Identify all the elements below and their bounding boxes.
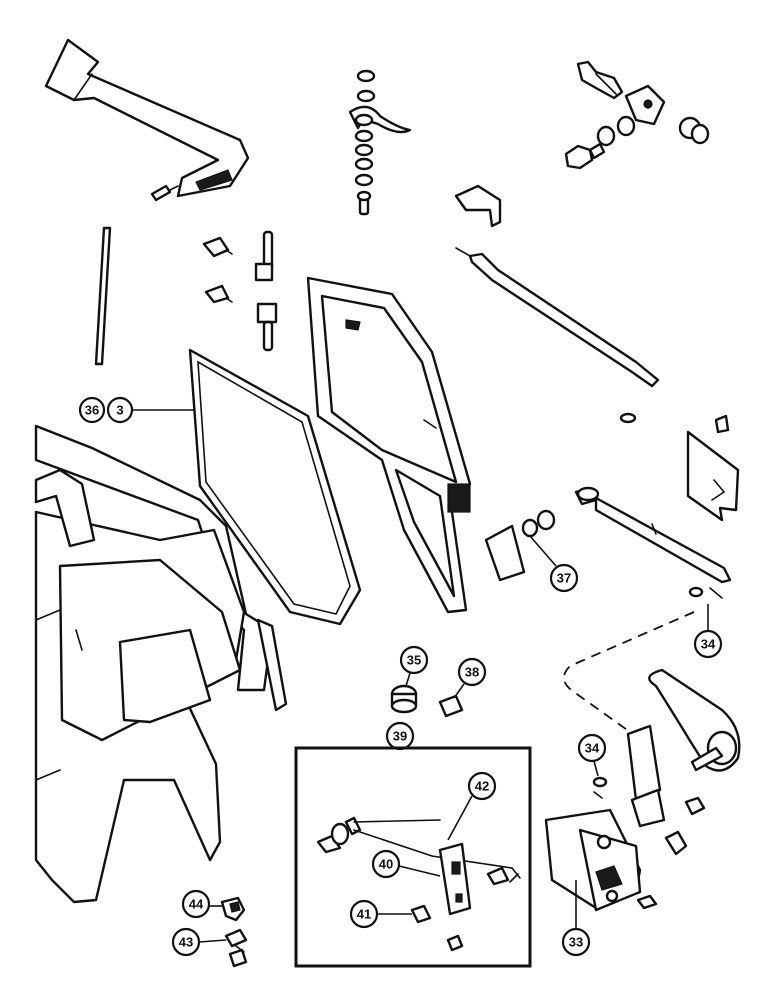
stud-bolt-assembly (576, 60, 666, 126)
callout-3-label: 3 (116, 403, 123, 418)
door-glass-seal (188, 348, 362, 626)
square-nut (438, 694, 464, 718)
leader-35 (405, 672, 411, 687)
latch-screw-right (664, 830, 688, 856)
callout-35: 35 (399, 645, 429, 675)
leader-34-bottom (593, 760, 599, 777)
seal-rod (94, 226, 112, 366)
handle-lever-bracket (626, 724, 666, 828)
outer-door-handle (648, 668, 741, 772)
hinge-pin-upper (254, 230, 274, 282)
key-set (224, 928, 248, 968)
callout-37: 37 (549, 563, 579, 593)
callout-44-label: 44 (189, 897, 204, 912)
callout-42-label: 42 (475, 779, 489, 794)
small-bolt-lower (204, 284, 233, 304)
operating-rod (574, 486, 732, 599)
callout-34-top: 34 (693, 629, 723, 659)
callout-40-label: 40 (379, 857, 393, 872)
callout-40: 40 (371, 849, 401, 879)
callout-34-bottom-label: 34 (585, 741, 600, 756)
callout-43-label: 43 (179, 935, 193, 950)
callout-37-label: 37 (557, 571, 571, 586)
inset-box (294, 746, 532, 968)
inset-screw (446, 934, 464, 952)
callout-35-label: 35 (407, 653, 421, 668)
bolt-with-nuts (564, 115, 710, 170)
door-latch (544, 808, 658, 912)
callout-43: 43 (171, 927, 201, 957)
callout-39-label: 39 (393, 729, 407, 744)
callout-39: 39 (385, 721, 415, 751)
cab-frame (34, 424, 288, 904)
callout-3: 3 (106, 396, 134, 424)
callout-38: 38 (457, 657, 487, 687)
callout-41-label: 41 (357, 907, 371, 922)
leader-40 (398, 865, 441, 877)
callout-33: 33 (561, 927, 591, 957)
callout-34-top-label: 34 (701, 637, 716, 652)
inset-nut (410, 904, 432, 924)
shoulder-bolt (390, 684, 418, 714)
mounting-plate (686, 414, 740, 522)
callout-36: 36 (78, 396, 106, 424)
hinge-pin-lower (256, 302, 278, 352)
callout-42: 42 (467, 771, 497, 801)
callout-38-label: 38 (465, 665, 479, 680)
washer-stack (348, 69, 412, 216)
door-frame (306, 276, 472, 614)
callout-33-label: 33 (569, 935, 583, 950)
callout-41: 41 (349, 899, 379, 929)
hinge-bracket (454, 184, 502, 228)
leader-37 (529, 535, 557, 567)
washer-34 (592, 776, 608, 799)
handle-knob (484, 509, 556, 582)
latch-rod (423, 247, 660, 429)
leader-42 (447, 795, 473, 841)
inset-rod-assembly (316, 816, 521, 886)
leader-38 (453, 683, 465, 699)
handle-screw (150, 184, 179, 202)
callout-44: 44 (181, 889, 211, 919)
grab-handle (44, 38, 250, 198)
leader-43 (198, 939, 227, 943)
lock-cylinder (220, 896, 246, 922)
callout-36-label: 36 (85, 403, 99, 418)
small-bolt-upper (202, 236, 233, 258)
hex-nut (684, 796, 706, 816)
inset-bracket (438, 842, 472, 916)
callout-34-bottom: 34 (577, 733, 607, 763)
